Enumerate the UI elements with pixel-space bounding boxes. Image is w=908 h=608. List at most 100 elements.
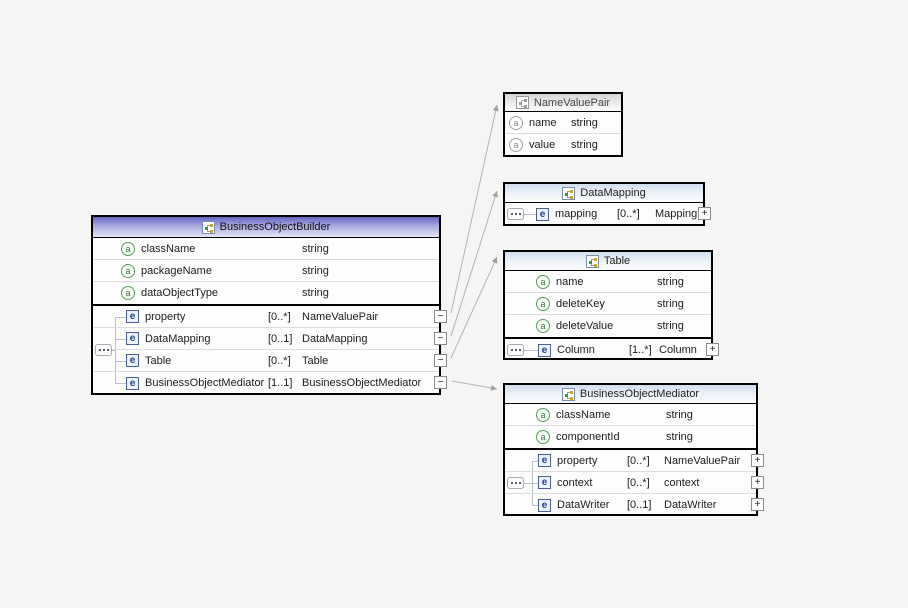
element-name: BusinessObjectMediator — [145, 377, 265, 389]
element-row[interactable]: e DataWriter [0..1] DataWriter + — [505, 494, 764, 516]
attribute-name: className — [556, 408, 611, 421]
complex-type-box-table[interactable]: Table a name string a deleteKey string a… — [503, 250, 719, 361]
element-name: Column — [557, 344, 595, 356]
element-icon: e — [538, 498, 551, 512]
complex-type-box-business-object-builder[interactable]: BusinessObjectBuilder a className string… — [91, 215, 447, 395]
sequence-icon[interactable] — [507, 208, 524, 220]
element-cardinality: [1..1] — [268, 377, 293, 389]
expand-handle[interactable]: + — [706, 343, 719, 356]
attribute-name: packageName — [141, 264, 212, 277]
attribute-type: string — [571, 116, 598, 129]
element-type: NameValuePair — [664, 454, 741, 467]
element-type: Column — [659, 344, 697, 356]
attribute-name: className — [141, 242, 196, 255]
attribute-icon: a — [536, 319, 550, 333]
element-icon: e — [538, 454, 551, 467]
expand-handle[interactable]: + — [751, 498, 764, 511]
box-header-business-object-builder[interactable]: BusinessObjectBuilder — [93, 217, 439, 238]
element-icon: e — [126, 376, 139, 390]
attribute-icon: a — [509, 138, 523, 152]
box-header-data-mapping[interactable]: DataMapping — [505, 184, 703, 203]
element-row[interactable]: e context [0..*] context + — [505, 472, 764, 494]
complex-type-icon — [585, 254, 599, 268]
attribute-icon: a — [536, 296, 550, 311]
complex-type-box-data-mapping[interactable]: DataMapping e mapping [0..*] Mapping + — [503, 182, 711, 226]
complex-type-icon — [201, 220, 215, 234]
expand-handle[interactable]: + — [751, 454, 764, 467]
attributes-compartment: a name string a deleteKey string a delet… — [505, 271, 711, 337]
element-row[interactable]: e DataMapping [0..1] DataMapping − — [93, 328, 447, 350]
attribute-row[interactable]: a packageName string — [93, 260, 439, 282]
element-row[interactable]: e BusinessObjectMediator [1..1] Business… — [93, 372, 447, 394]
attribute-name: name — [529, 116, 557, 129]
attribute-name: dataObjectType — [141, 287, 219, 299]
element-type: DataMapping — [302, 332, 368, 345]
sequence-icon[interactable] — [507, 477, 524, 489]
box-header-business-object-mediator[interactable]: BusinessObjectMediator — [505, 385, 756, 404]
element-row[interactable]: e Table [0..*] Table − — [93, 350, 447, 372]
element-row[interactable]: e Column [1..*] Column + — [505, 339, 719, 361]
attribute-row[interactable]: a name string — [505, 112, 621, 134]
box-title: BusinessObjectBuilder — [219, 221, 331, 233]
attribute-row[interactable]: a componentId string — [505, 426, 756, 448]
element-icon: e — [536, 207, 549, 221]
attribute-type: string — [657, 297, 684, 310]
element-icon: e — [538, 343, 551, 357]
box-title: DataMapping — [580, 187, 646, 199]
attribute-row[interactable]: a value string — [505, 134, 621, 156]
sequence-icon[interactable] — [95, 344, 112, 356]
collapse-handle[interactable]: − — [434, 376, 447, 389]
attributes-compartment: a className string a packageName string … — [93, 238, 439, 304]
box-header-table[interactable]: Table — [505, 252, 711, 271]
attribute-icon: a — [121, 241, 135, 256]
attribute-row[interactable]: a className string — [93, 238, 439, 260]
element-name: property — [145, 310, 186, 323]
attribute-type: string — [302, 242, 329, 255]
attribute-type: string — [657, 275, 684, 288]
attribute-name: value — [529, 139, 556, 151]
element-name: mapping — [555, 208, 598, 220]
box-header-name-value-pair[interactable]: NameValuePair — [505, 94, 621, 112]
attribute-name: deleteValue — [556, 320, 614, 332]
attribute-row[interactable]: a deleteValue string — [505, 315, 711, 337]
collapse-handle[interactable]: − — [434, 354, 447, 367]
attribute-name: componentId — [556, 431, 620, 443]
attribute-name: name — [556, 275, 584, 288]
element-row[interactable]: e property [0..*] NameValuePair − — [93, 306, 447, 328]
elements-compartment: e mapping [0..*] Mapping + — [505, 203, 711, 225]
element-name: property — [557, 454, 598, 467]
attribute-row[interactable]: a className string — [505, 404, 756, 426]
elements-compartment: e property [0..*] NameValuePair + e cont… — [505, 448, 764, 516]
element-name: DataWriter — [557, 499, 610, 511]
element-name: DataMapping — [145, 332, 211, 345]
complex-type-box-name-value-pair[interactable]: NameValuePair a name string a value stri… — [503, 92, 623, 157]
attribute-type: string — [302, 287, 329, 299]
attributes-compartment: a className string a componentId string — [505, 404, 756, 448]
element-icon: e — [538, 476, 551, 489]
complex-type-icon — [561, 387, 575, 401]
box-title: BusinessObjectMediator — [579, 388, 700, 400]
element-name: Table — [145, 354, 172, 367]
element-cardinality: [0..1] — [268, 332, 293, 345]
collapse-handle[interactable]: − — [434, 310, 447, 323]
element-row[interactable]: e mapping [0..*] Mapping + — [505, 203, 711, 225]
attribute-row[interactable]: a deleteKey string — [505, 293, 711, 315]
sequence-icon[interactable] — [507, 344, 524, 356]
collapse-handle[interactable]: − — [434, 332, 447, 345]
element-type: Mapping — [655, 208, 698, 220]
element-type: NameValuePair — [302, 310, 379, 323]
complex-type-box-business-object-mediator[interactable]: BusinessObjectMediator a className strin… — [503, 383, 764, 516]
element-icon: e — [126, 332, 139, 345]
expand-handle[interactable]: + — [698, 207, 711, 220]
expand-handle[interactable]: + — [751, 476, 764, 489]
attribute-type: string — [657, 320, 684, 332]
element-icon: e — [126, 354, 139, 367]
element-row[interactable]: e property [0..*] NameValuePair + — [505, 450, 764, 472]
attribute-type: string — [302, 264, 329, 277]
attribute-row[interactable]: a dataObjectType string — [93, 282, 439, 304]
element-cardinality: [1..*] — [629, 344, 652, 356]
attribute-row[interactable]: a name string — [505, 271, 711, 293]
element-cardinality: [0..*] — [268, 354, 291, 367]
